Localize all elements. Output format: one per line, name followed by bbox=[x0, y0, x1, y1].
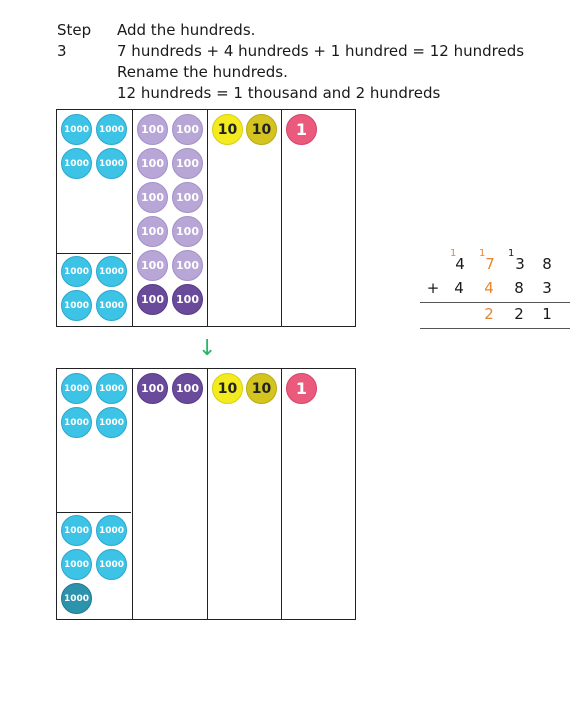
hundred-counter: 100 bbox=[137, 182, 168, 213]
thousand-counter: 1000 bbox=[61, 373, 92, 404]
hundred-counter: 100 bbox=[137, 114, 168, 145]
column-divider bbox=[57, 512, 131, 513]
plus-sign: + bbox=[426, 279, 440, 297]
thousand-counter: 1000 bbox=[96, 290, 127, 321]
step-line-2: 7 hundreds + 4 hundreds + 1 hundred = 12… bbox=[117, 42, 525, 60]
place-value-grid-before: 1000 1000 1000 1000 1000 1000 1000 1000 … bbox=[56, 109, 356, 327]
tens-column: 10 10 bbox=[208, 110, 282, 326]
hundreds-column: 100 100 100 100 100 100 100 100 100 100 … bbox=[133, 110, 208, 326]
hundred-counter: 100 bbox=[172, 114, 203, 145]
thousand-counter: 1000 bbox=[61, 407, 92, 438]
hundred-counter: 100 bbox=[172, 216, 203, 247]
hundred-counter: 100 bbox=[172, 250, 203, 281]
thousand-counter: 1000 bbox=[61, 549, 92, 580]
bottom-digit: 4 bbox=[484, 279, 494, 297]
down-arrow-icon: ↓ bbox=[198, 336, 217, 361]
thousands-column: 1000 1000 1000 1000 1000 1000 1000 1000 bbox=[57, 110, 133, 326]
hundred-counter-dark: 100 bbox=[172, 373, 203, 404]
thousand-counter: 1000 bbox=[61, 290, 92, 321]
top-digit: 3 bbox=[515, 255, 525, 273]
ten-counter: 10 bbox=[246, 373, 277, 404]
result-digit: 2 bbox=[514, 305, 524, 323]
thousand-counter: 1000 bbox=[61, 256, 92, 287]
step-line-3: Rename the hundreds. bbox=[117, 63, 288, 81]
tens-column: 10 10 bbox=[208, 369, 282, 619]
thousand-counter: 1000 bbox=[96, 549, 127, 580]
hundred-counter: 100 bbox=[137, 250, 168, 281]
ten-counter: 10 bbox=[212, 373, 243, 404]
top-digit: 8 bbox=[542, 255, 552, 273]
step-lines: Add the hundreds. 7 hundreds + 4 hundred… bbox=[117, 20, 524, 104]
bottom-digit: 4 bbox=[454, 279, 464, 297]
thousand-counter: 1000 bbox=[96, 114, 127, 145]
hundred-counter: 100 bbox=[137, 216, 168, 247]
top-digit: 4 bbox=[455, 255, 465, 273]
result-digit: 2 bbox=[484, 305, 494, 323]
thousand-counter: 1000 bbox=[96, 515, 127, 546]
one-counter: 1 bbox=[286, 373, 317, 404]
thousand-counter-new: 1000 bbox=[61, 583, 92, 614]
ten-counter: 10 bbox=[246, 114, 277, 145]
bottom-digit: 3 bbox=[542, 279, 552, 297]
hundred-counter: 100 bbox=[172, 148, 203, 179]
thousand-counter: 1000 bbox=[96, 407, 127, 438]
thousand-counter: 1000 bbox=[96, 256, 127, 287]
thousand-counter: 1000 bbox=[61, 148, 92, 179]
result-digit: 1 bbox=[542, 305, 552, 323]
step-label: Step 3 bbox=[57, 21, 92, 60]
thousand-counter: 1000 bbox=[61, 114, 92, 145]
column-addition: 1 1 1 4 7 3 8 + 4 4 8 3 2 2 1 bbox=[420, 248, 570, 338]
step-line-4: 12 hundreds = 1 thousand and 2 hundreds bbox=[117, 84, 441, 102]
bottom-digit: 8 bbox=[514, 279, 524, 297]
carry-digit: 1 bbox=[508, 248, 515, 259]
thousand-counter: 1000 bbox=[96, 373, 127, 404]
calc-line-bottom bbox=[420, 328, 570, 329]
thousand-counter: 1000 bbox=[96, 148, 127, 179]
ones-column: 1 bbox=[282, 369, 354, 619]
hundred-counter-dark: 100 bbox=[137, 373, 168, 404]
column-divider bbox=[57, 253, 131, 254]
step-line-1: Add the hundreds. bbox=[117, 21, 256, 39]
thousands-column: 1000 1000 1000 1000 1000 1000 1000 1000 … bbox=[57, 369, 133, 619]
ones-column: 1 bbox=[282, 110, 354, 326]
top-digit: 7 bbox=[485, 255, 495, 273]
carry-digit: 1 bbox=[450, 248, 457, 259]
ten-counter: 10 bbox=[212, 114, 243, 145]
thousand-counter: 1000 bbox=[61, 515, 92, 546]
carry-digit: 1 bbox=[479, 248, 486, 259]
hundred-counter-dark: 100 bbox=[137, 284, 168, 315]
hundred-counter: 100 bbox=[137, 148, 168, 179]
one-counter: 1 bbox=[286, 114, 317, 145]
place-value-grid-after: 1000 1000 1000 1000 1000 1000 1000 1000 … bbox=[56, 368, 356, 620]
calc-line-top bbox=[420, 302, 570, 303]
hundreds-column: 100 100 bbox=[133, 369, 208, 619]
hundred-counter: 100 bbox=[172, 182, 203, 213]
hundred-counter-dark: 100 bbox=[172, 284, 203, 315]
